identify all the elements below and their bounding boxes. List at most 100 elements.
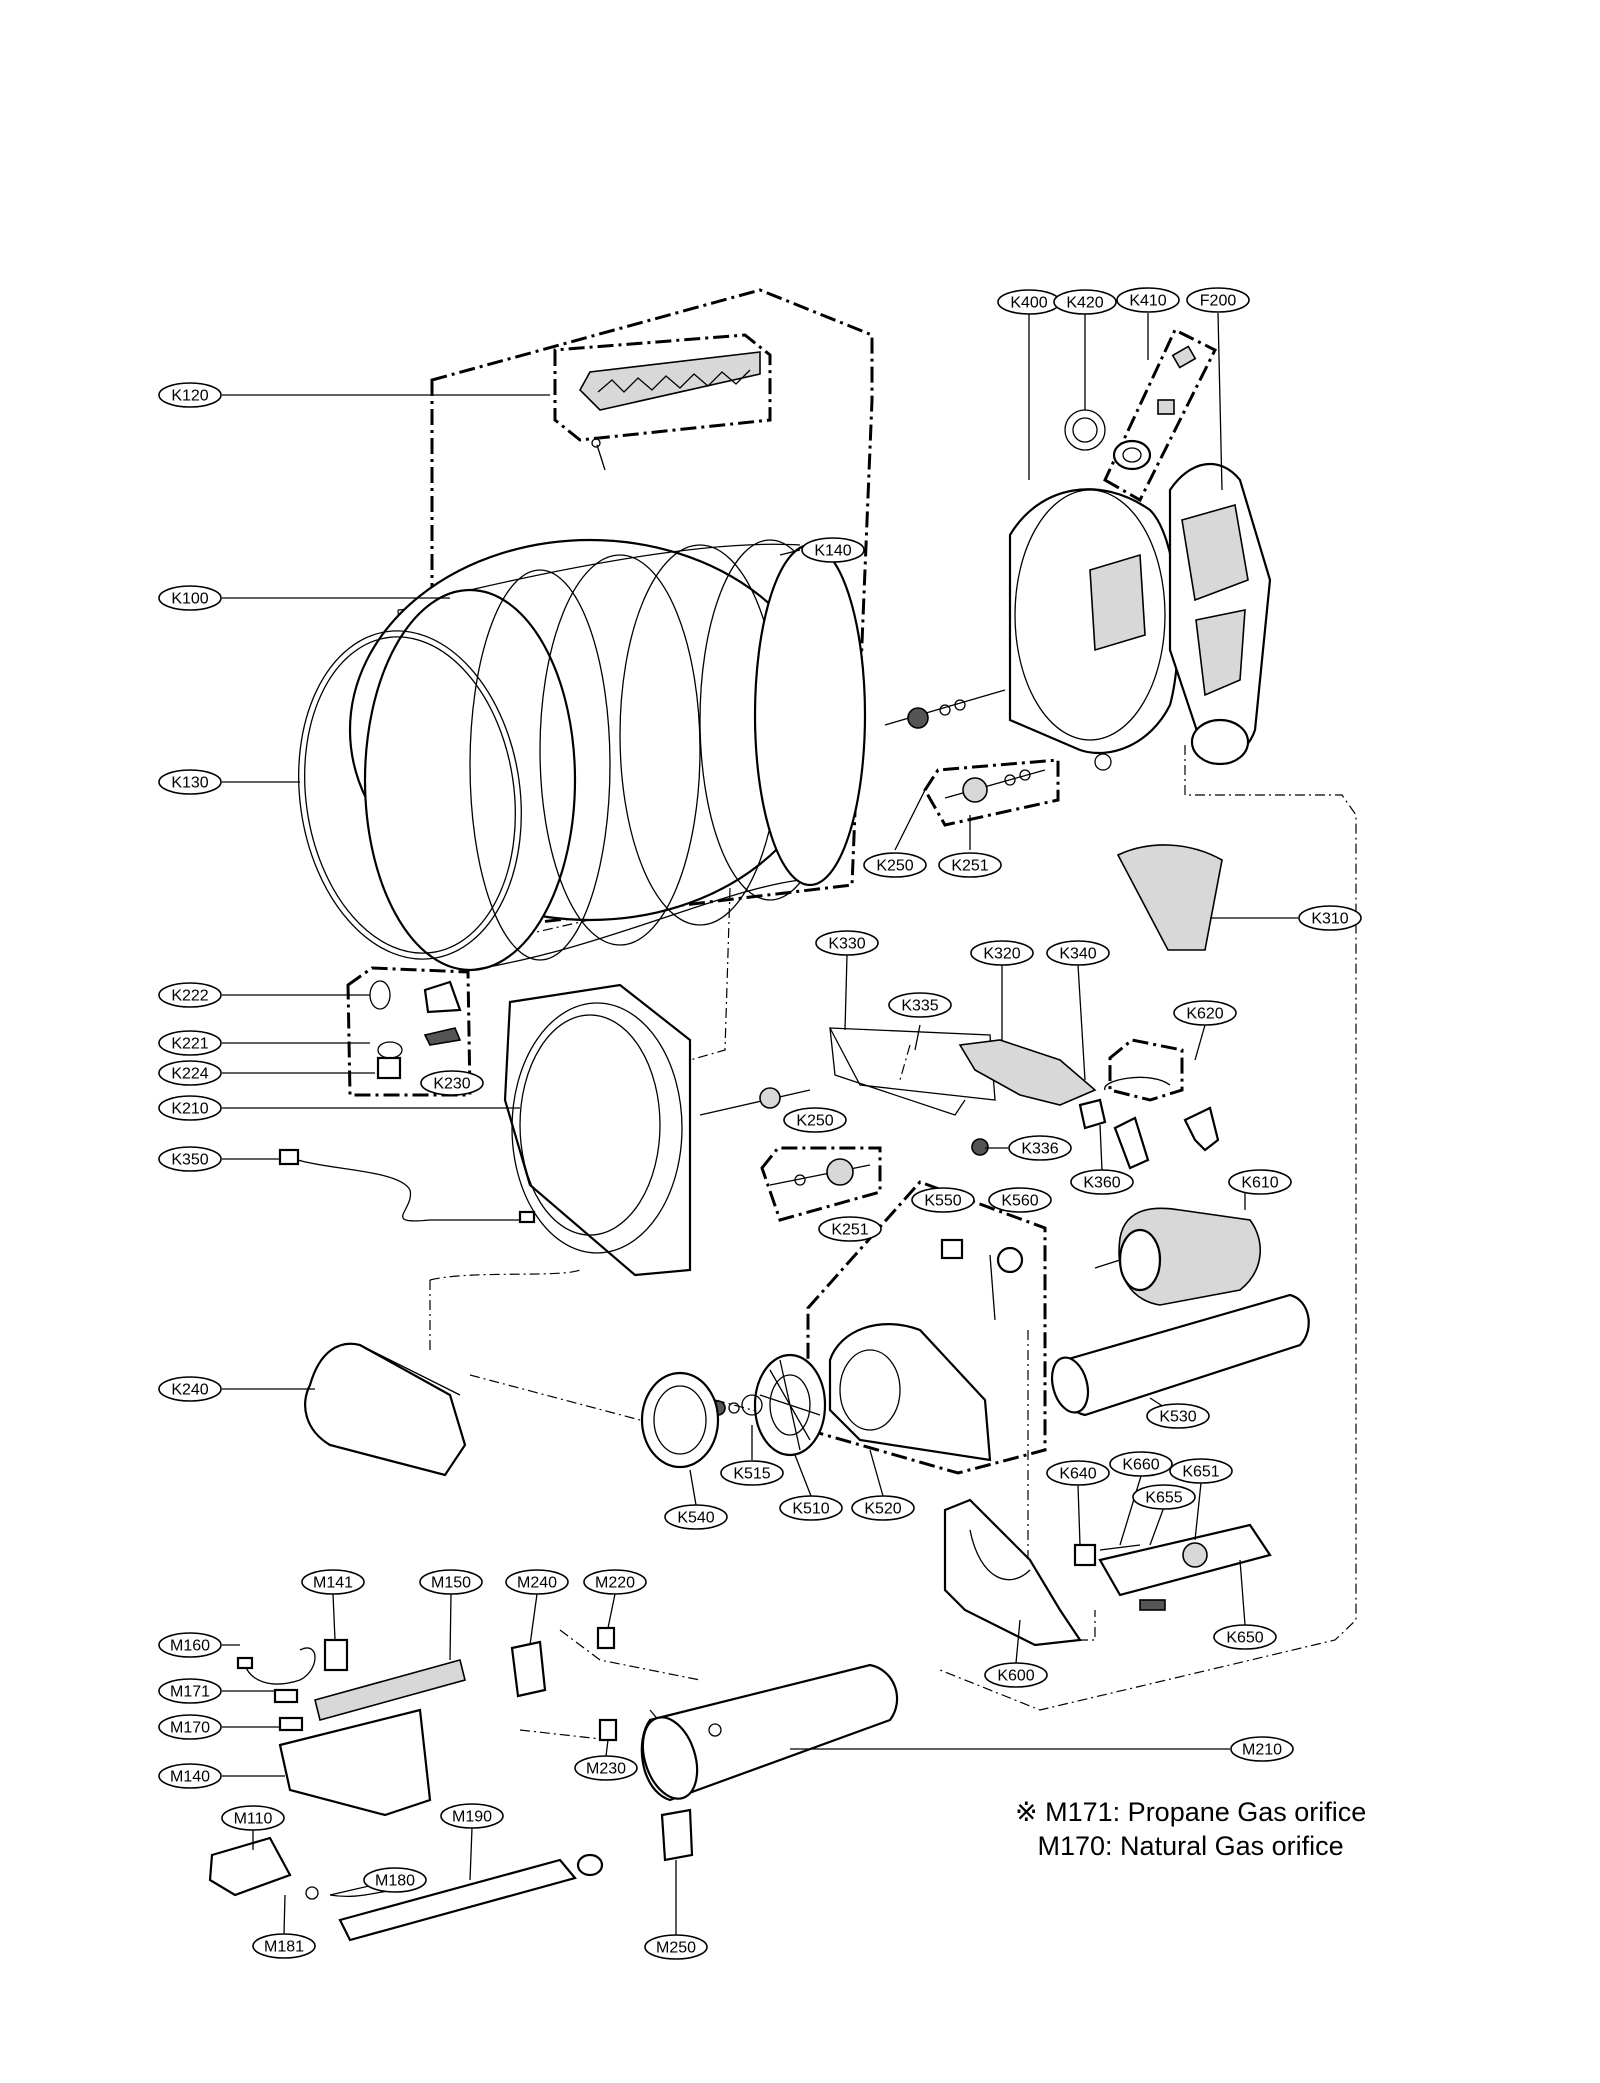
label-text: M110: [234, 1811, 273, 1828]
note-line-2: M170: Natural Gas orifice: [1015, 1829, 1366, 1863]
label-k620: K620: [1173, 1000, 1237, 1026]
label-oval: [158, 1060, 222, 1086]
label-text: K640: [1059, 1466, 1096, 1483]
label-m180: M180: [363, 1867, 427, 1893]
label-text: K510: [792, 1501, 829, 1518]
label-k550: K550: [911, 1187, 975, 1213]
label-oval: [252, 1933, 316, 1959]
label-oval: [1053, 289, 1117, 315]
label-m240: M240: [505, 1569, 569, 1595]
motor-k610: [1094, 1207, 1261, 1306]
label-text: K520: [864, 1501, 901, 1518]
label-oval: [158, 982, 222, 1008]
label-k410: K410: [1116, 287, 1180, 313]
ring-k540: [640, 1371, 720, 1469]
label-oval: [1230, 1736, 1294, 1762]
label-m110: M110: [221, 1805, 285, 1831]
label-text: K251: [831, 1222, 868, 1239]
label-oval: [984, 1662, 1048, 1688]
label-text: K310: [1311, 911, 1348, 928]
drum-group-outline: [430, 288, 874, 927]
label-m210: M210: [1230, 1736, 1294, 1762]
label-oval: [1008, 1135, 1072, 1161]
bracket-k335: [828, 1027, 996, 1116]
blower-housing-k520: [828, 1323, 992, 1462]
switch-k550: [940, 1238, 996, 1321]
label-k251b: K251: [818, 1216, 882, 1242]
label-text: K410: [1129, 293, 1166, 310]
label-text: K515: [733, 1466, 770, 1483]
label-oval: [1228, 1169, 1292, 1195]
label-m171: M171: [158, 1678, 222, 1704]
label-m150: M150: [419, 1569, 483, 1595]
label-text: M180: [375, 1873, 415, 1890]
label-text: K530: [1159, 1409, 1196, 1426]
label-text: K420: [1066, 295, 1103, 312]
label-oval: [988, 1187, 1052, 1213]
label-text: M171: [170, 1684, 210, 1701]
lamp-parts: [369, 980, 462, 1080]
label-text: K120: [171, 388, 208, 405]
lamp-bulb-k222: [369, 980, 391, 1010]
label-k655: K655: [1132, 1484, 1196, 1510]
label-k340: K340: [1046, 940, 1110, 966]
label-text: M230: [586, 1761, 626, 1778]
label-m140: M140: [158, 1763, 222, 1789]
label-oval: [783, 1107, 847, 1133]
label-text: K620: [1186, 1006, 1223, 1023]
label-text: K140: [814, 543, 851, 560]
bracket-m240: [510, 1640, 547, 1698]
label-k540: K540: [664, 1504, 728, 1530]
label-k250a: K250: [863, 852, 927, 878]
thermostat-k560: [996, 1246, 1024, 1274]
label-k140: K140: [801, 537, 865, 563]
label-text: K240: [171, 1382, 208, 1399]
label-k360: K360: [1070, 1169, 1134, 1195]
bearing-group-upper-outline: [923, 758, 1060, 827]
label-text: K540: [677, 1510, 714, 1527]
orifice-note: ※ M171: Propane Gas orifice M170: Natura…: [1015, 1795, 1366, 1863]
bearing-group-lower-outline: [760, 1146, 882, 1222]
bracket-m141: [323, 1638, 349, 1672]
label-oval: [158, 1030, 222, 1056]
orifice-m170: [278, 1716, 304, 1732]
label-text: K600: [997, 1668, 1034, 1685]
label-oval: [158, 769, 222, 795]
impeller-k510: [753, 1353, 827, 1457]
label-text: K100: [171, 591, 208, 608]
label-oval: [720, 1460, 784, 1486]
duct-k530: [1050, 1293, 1310, 1417]
label-k400: K400: [997, 289, 1061, 315]
label-k120: K120: [158, 382, 222, 408]
label-text: K320: [983, 946, 1020, 963]
label-oval: [440, 1803, 504, 1829]
label-text: K560: [1001, 1193, 1038, 1210]
label-oval: [779, 1495, 843, 1521]
label-oval: [1298, 905, 1362, 931]
label-m190: M190: [440, 1803, 504, 1829]
label-k520: K520: [851, 1495, 915, 1521]
label-text: M160: [170, 1638, 210, 1655]
label-k230: K230: [420, 1070, 484, 1096]
label-text: M220: [595, 1575, 635, 1592]
orifice-m171: [273, 1688, 299, 1704]
label-text: K360: [1083, 1175, 1120, 1192]
label-oval: [888, 992, 952, 1018]
roller-lower-k251: [769, 1158, 871, 1186]
bracket-m250: [660, 1808, 694, 1862]
label-k651: K651: [1169, 1458, 1233, 1484]
label-text: M150: [431, 1575, 471, 1592]
label-oval: [644, 1934, 708, 1960]
shaft-upper: [884, 689, 1006, 729]
label-text: K250: [796, 1113, 833, 1130]
shaft-middle: [699, 1087, 811, 1116]
label-k330: K330: [815, 930, 879, 956]
label-text: K651: [1182, 1464, 1219, 1481]
label-text: K230: [433, 1076, 470, 1093]
label-text: M141: [313, 1575, 353, 1592]
label-oval: [815, 930, 879, 956]
label-f200: F200: [1186, 287, 1250, 313]
label-oval: [1070, 1169, 1134, 1195]
label-text: M181: [264, 1939, 304, 1956]
label-oval: [158, 382, 222, 408]
